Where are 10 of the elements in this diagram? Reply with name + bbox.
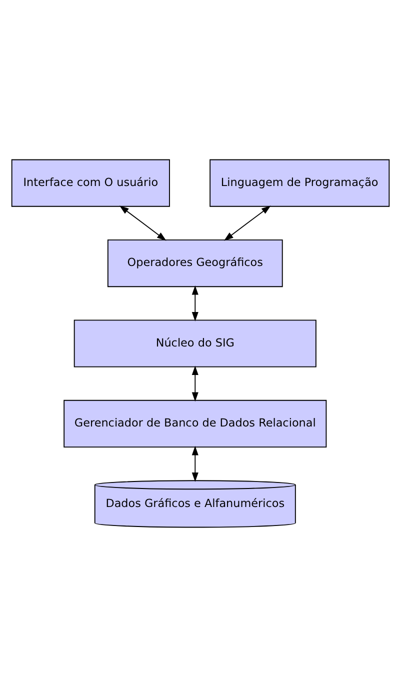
- arrow: [224, 205, 271, 240]
- node-box: Núcleo do SIG: [74, 319, 316, 367]
- node-box: Interface com O usuário: [11, 158, 170, 206]
- node-box: Linguagem de Programação: [210, 158, 390, 206]
- arrow: [192, 284, 198, 321]
- arrow: [119, 205, 166, 240]
- node-box: Operadores Geográficos: [107, 238, 283, 287]
- arrow: [192, 445, 198, 482]
- node-box: Gerenciador de Banco de Dados Relacional: [64, 399, 327, 448]
- arrow: [192, 365, 198, 402]
